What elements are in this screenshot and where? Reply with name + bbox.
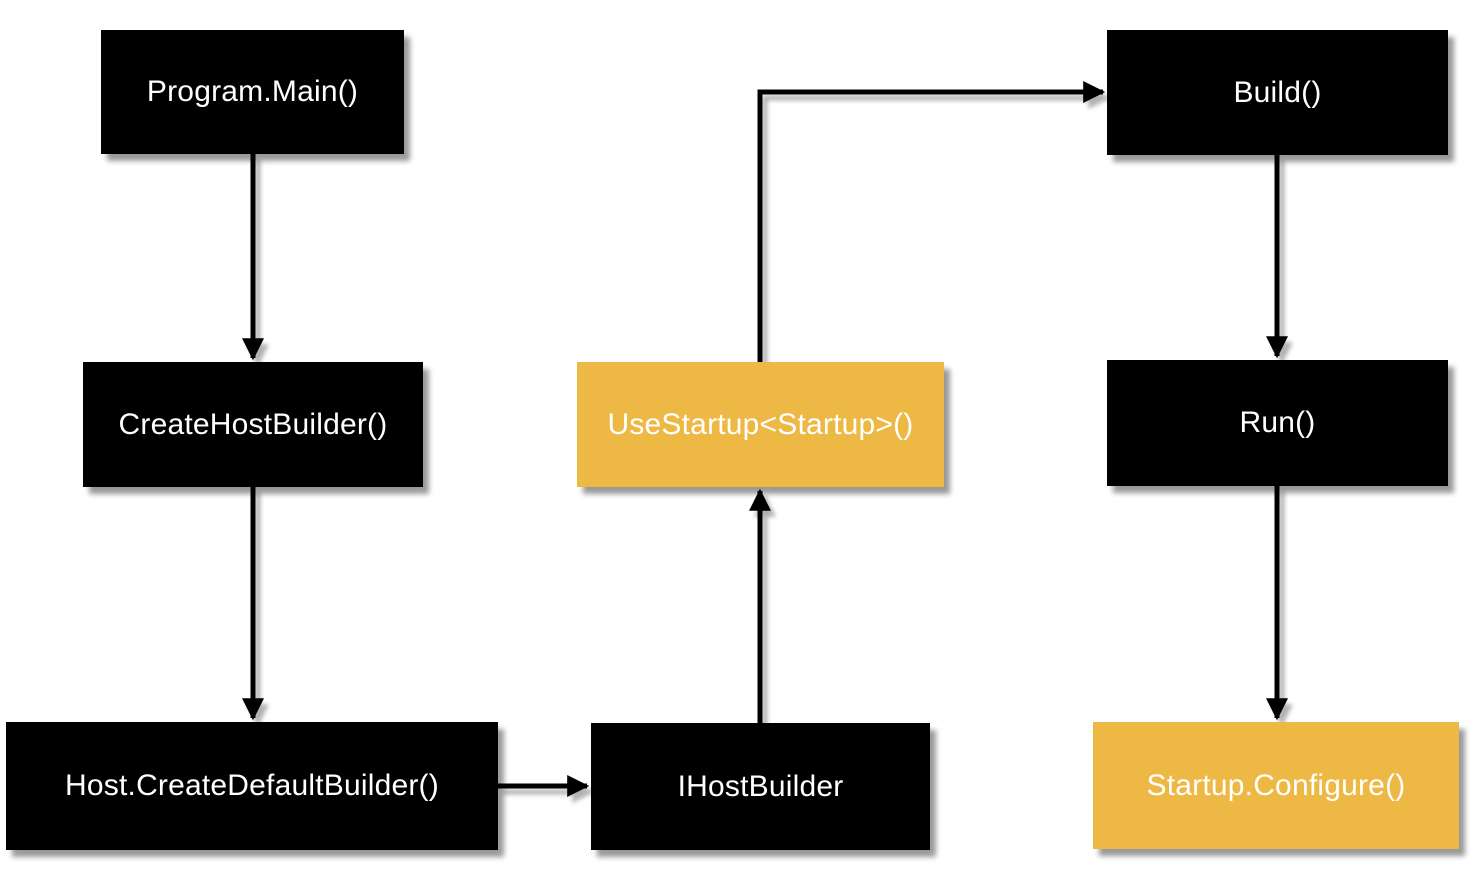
node-program-main-label: Program.Main(): [146, 75, 359, 108]
node-create-host-builder: CreateHostBuilder(): [83, 362, 423, 487]
edge-use-startup-to-build: [757, 80, 1106, 362]
node-host-create-default-builder: Host.CreateDefaultBuilder(): [6, 722, 498, 850]
node-run: Run(): [1107, 360, 1448, 486]
node-ihost-builder-label: IHostBuilder: [677, 769, 844, 803]
node-run-label: Run(): [1239, 406, 1316, 439]
node-program-main: Program.Main(): [101, 30, 404, 154]
node-build: Build(): [1107, 30, 1448, 155]
node-build-label: Build(): [1233, 75, 1322, 109]
node-use-startup: UseStartup<Startup>(): [577, 362, 944, 487]
node-use-startup-label: UseStartup<Startup>(): [607, 407, 914, 441]
node-create-host-builder-label: CreateHostBuilder(): [118, 407, 388, 441]
node-ihost-builder: IHostBuilder: [591, 723, 930, 850]
node-startup-configure: Startup.Configure(): [1093, 722, 1459, 849]
node-startup-configure-label: Startup.Configure(): [1146, 768, 1406, 802]
node-host-create-default-builder-label: Host.CreateDefaultBuilder(): [65, 769, 439, 802]
